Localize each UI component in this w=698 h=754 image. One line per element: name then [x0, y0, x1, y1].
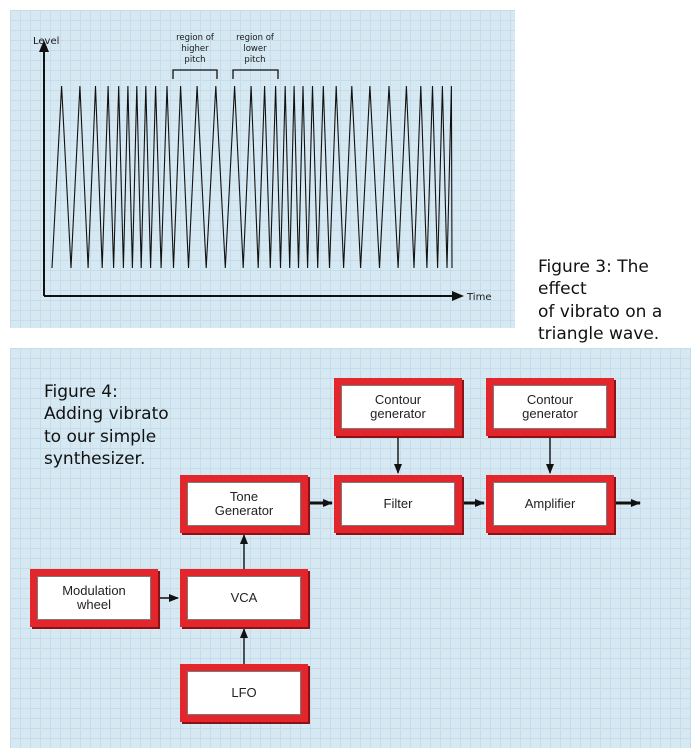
- contour-generator-label: Contour generator: [341, 385, 455, 429]
- amplifier-block: Amplifier: [486, 475, 614, 533]
- tone-generator-block: Tone Generator: [180, 475, 308, 533]
- figure3-panel: [10, 10, 515, 328]
- contour-generator-label: Contour generator: [493, 385, 607, 429]
- svg-text:lower: lower: [243, 44, 267, 54]
- contour-generator-filter-block: Contour generator: [334, 378, 462, 436]
- filter-label: Filter: [341, 482, 455, 526]
- svg-text:pitch: pitch: [244, 55, 265, 65]
- annotation-higher-pitch: region of higher pitch: [172, 33, 218, 79]
- figure3-caption: Figure 3: The effect of vibrato on a tri…: [538, 257, 663, 345]
- modulation-wheel-label: Modulation wheel: [37, 576, 151, 620]
- lfo-block: LFO: [180, 664, 308, 722]
- tone-generator-label: Tone Generator: [187, 482, 301, 526]
- modulation-wheel-block: Modulation wheel: [30, 569, 158, 627]
- contour-generator-amplifier-block: Contour generator: [486, 378, 614, 436]
- vca-block: VCA: [180, 569, 308, 627]
- filter-block: Filter: [334, 475, 462, 533]
- svg-text:region of: region of: [236, 33, 275, 43]
- svg-text:region of: region of: [176, 33, 215, 43]
- lfo-label: LFO: [187, 671, 301, 715]
- svg-text:higher: higher: [181, 44, 209, 54]
- triangle-waveform: [51, 85, 453, 269]
- svg-text:pitch: pitch: [184, 55, 205, 65]
- amplifier-label: Amplifier: [493, 482, 607, 526]
- x-axis-arrow: [452, 291, 464, 301]
- x-axis-label: Time: [466, 292, 491, 303]
- vca-label: VCA: [187, 576, 301, 620]
- annotation-lower-pitch: region of lower pitch: [232, 33, 279, 79]
- y-axis-arrow: [39, 40, 49, 52]
- figure4-caption: Figure 4: Adding vibrato to our simple s…: [44, 382, 169, 470]
- y-axis-label: Level: [33, 36, 59, 47]
